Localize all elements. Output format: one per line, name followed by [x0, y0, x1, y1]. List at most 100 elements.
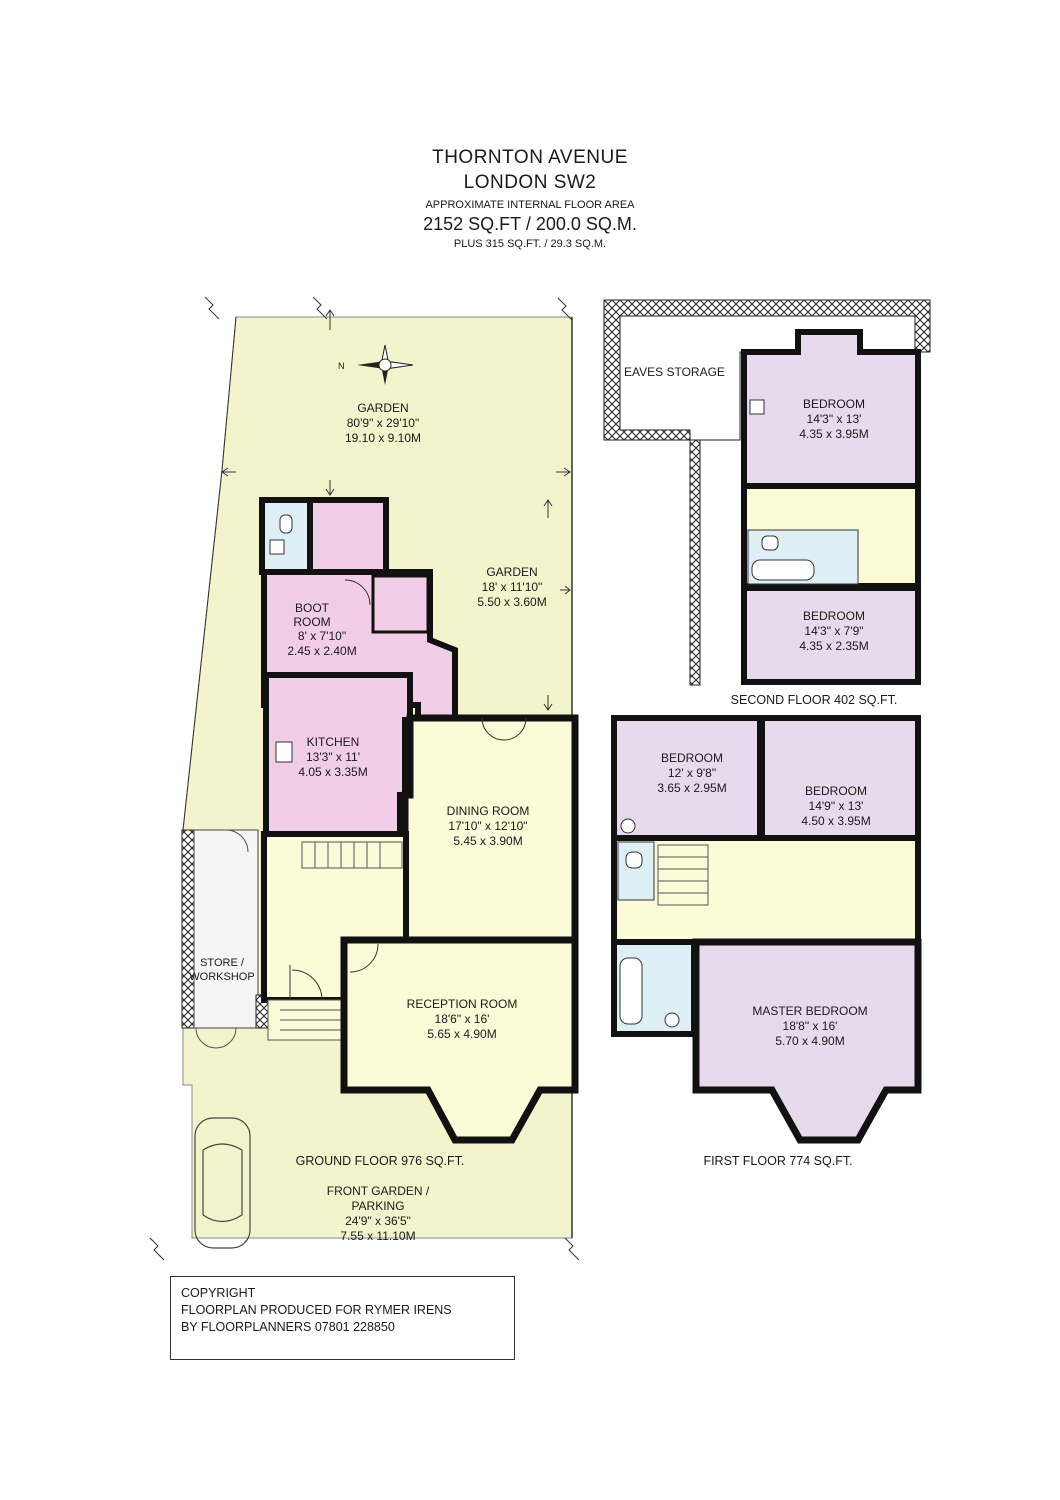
- break-mark-icon: [312, 296, 328, 320]
- arrow-up-icon: [543, 499, 553, 518]
- second-floor-bedroom-bottom: [741, 585, 921, 685]
- first-floor-landing: [611, 835, 921, 945]
- master-bedroom-metric: 5.70 x 4.90M: [775, 1034, 844, 1048]
- reception-room: [340, 936, 579, 1144]
- arrow-up-icon: [325, 309, 335, 330]
- toilet-icon: [625, 851, 643, 869]
- bathtub-icon: [751, 559, 815, 581]
- basin-icon: [664, 1012, 680, 1028]
- front-garden-imperial: 24'9" x 36'5": [345, 1214, 411, 1228]
- property-street: THORNTON AVENUE: [432, 147, 628, 168]
- bed-sf-bottom-metric: 4.35 x 2.35M: [799, 639, 868, 653]
- master-bedroom: [692, 938, 922, 1144]
- area-plus: PLUS 315 SQ.FT. / 29.3 SQ.M.: [453, 238, 607, 250]
- dining-imperial: 17'10" x 12'10": [448, 819, 527, 833]
- store-room: [193, 829, 259, 1029]
- arrow-down-icon: [325, 480, 335, 496]
- hall-door: [289, 965, 323, 1001]
- first-floor-wc: [617, 841, 655, 901]
- bed-ff-left-imperial: 12' x 9'8": [668, 766, 716, 780]
- break-mark-icon: [149, 1237, 165, 1261]
- bed-sf-top-metric: 4.35 x 3.95M: [799, 427, 868, 441]
- garden-rear-metric: 19.10 x 9.10M: [345, 431, 421, 445]
- reception-imperial: 18'6" x 16': [435, 1012, 490, 1026]
- porch-steps: [267, 999, 344, 1041]
- wc-outbuilding: [259, 497, 313, 575]
- front-garden-name-2: PARKING: [351, 1199, 404, 1213]
- bed-ff-right-metric: 4.50 x 3.95M: [801, 814, 870, 828]
- property-city: LONDON SW2: [463, 172, 597, 193]
- copyright-box: COPYRIGHT FLOORPLAN PRODUCED FOR RYMER I…: [170, 1276, 515, 1360]
- reception-name: RECEPTION ROOM: [407, 997, 518, 1011]
- bed-ff-left-metric: 3.65 x 2.95M: [657, 781, 726, 795]
- boot-room-metric: 2.45 x 2.40M: [287, 644, 356, 658]
- copyright-line-2: FLOORPLAN PRODUCED FOR RYMER IRENS: [181, 1303, 452, 1317]
- store-door: [195, 1027, 237, 1049]
- bed-sf-top-name: BEDROOM: [803, 397, 865, 411]
- plot-boundary-left: [221, 316, 237, 471]
- ground-floor-area: GROUND FLOOR 976 SQ.FT.: [296, 1154, 465, 1168]
- eaves-storage-label: EAVES STORAGE: [624, 365, 725, 379]
- bathtub-icon: [619, 957, 643, 1025]
- arrow-right-icon: [556, 467, 571, 477]
- bed-sf-bottom-name: BEDROOM: [803, 609, 865, 623]
- boot-cupboard: [371, 574, 430, 634]
- garden-side-imperial: 18' x 11'10": [482, 580, 543, 594]
- kitchen-name: KITCHEN: [307, 735, 360, 749]
- area-caption: APPROXIMATE INTERNAL FLOOR AREA: [425, 199, 635, 211]
- kitchen-imperial: 13'3" x 11': [306, 750, 360, 764]
- dining-name: DINING ROOM: [447, 804, 530, 818]
- area-total: 2152 SQ.FT / 200.0 SQ.M.: [423, 214, 637, 234]
- boot-room-imperial: 8' x 7'10": [298, 629, 346, 643]
- front-garden-metric: 7.55 x 11.10M: [340, 1229, 415, 1243]
- first-floor-area: FIRST FLOOR 774 SQ.FT.: [703, 1154, 852, 1168]
- boot-room-name-2: ROOM: [293, 615, 330, 629]
- bedroom-basin-icon: [620, 818, 636, 834]
- boot-room-door: [344, 579, 371, 606]
- bedroom-basin-icon: [749, 399, 765, 415]
- car-icon: [194, 1117, 251, 1249]
- store-name-1: STORE /: [200, 957, 245, 969]
- kitchen-metric: 4.05 x 3.35M: [298, 765, 367, 779]
- compass-north-label: N: [338, 361, 345, 371]
- store-hatch-wall: [181, 829, 195, 1029]
- store-door: [225, 829, 249, 853]
- break-mark-icon: [204, 296, 220, 320]
- garden-rear-imperial: 80'9" x 29'10": [347, 416, 420, 430]
- arrow-down-icon: [543, 695, 553, 711]
- store-name-2: WORKSHOP: [189, 971, 254, 983]
- staircase: [657, 844, 709, 906]
- bed-ff-right-imperial: 14'9" x 13': [809, 799, 864, 813]
- compass-icon: [357, 344, 414, 385]
- garden-rear-name: GARDEN: [357, 401, 408, 415]
- break-mark-icon: [557, 297, 573, 321]
- kitchen-sink-icon: [275, 741, 293, 763]
- staircase: [301, 841, 403, 869]
- bed-ff-left-name: BEDROOM: [661, 751, 723, 765]
- plot-boundary-left-lower: [182, 469, 223, 831]
- break-mark-icon: [564, 1237, 580, 1261]
- toilet-icon: [761, 535, 779, 551]
- arrow-right-icon: [560, 585, 571, 595]
- garden-side-name: GARDEN: [486, 565, 537, 579]
- wc-basin-icon: [269, 539, 285, 555]
- boot-room-name-1: BOOT: [295, 601, 330, 615]
- reception-door: [349, 943, 379, 973]
- bed-ff-right-name: BEDROOM: [805, 784, 867, 798]
- outbuilding-store: [307, 497, 389, 575]
- bed-sf-bottom-imperial: 14'3" x 7'9": [804, 624, 863, 638]
- master-bedroom-name: MASTER BEDROOM: [752, 1004, 867, 1018]
- dining-french-doors: [481, 717, 527, 741]
- reception-metric: 5.65 x 4.90M: [427, 1027, 496, 1041]
- garden-side-metric: 5.50 x 3.60M: [477, 595, 546, 609]
- master-bedroom-imperial: 18'8" x 16': [783, 1019, 838, 1033]
- wc-toilet-icon: [279, 514, 293, 534]
- bed-sf-top-imperial: 14'3" x 13': [807, 412, 862, 426]
- copyright-line-1: COPYRIGHT: [181, 1286, 256, 1300]
- arrow-left-icon: [221, 467, 236, 477]
- copyright-line-3: BY FLOORPLANNERS 07801 228850: [181, 1320, 395, 1334]
- second-floor-area: SECOND FLOOR 402 SQ.FT.: [731, 693, 898, 707]
- front-garden-name-1: FRONT GARDEN /: [327, 1184, 430, 1198]
- dining-metric: 5.45 x 3.90M: [453, 834, 522, 848]
